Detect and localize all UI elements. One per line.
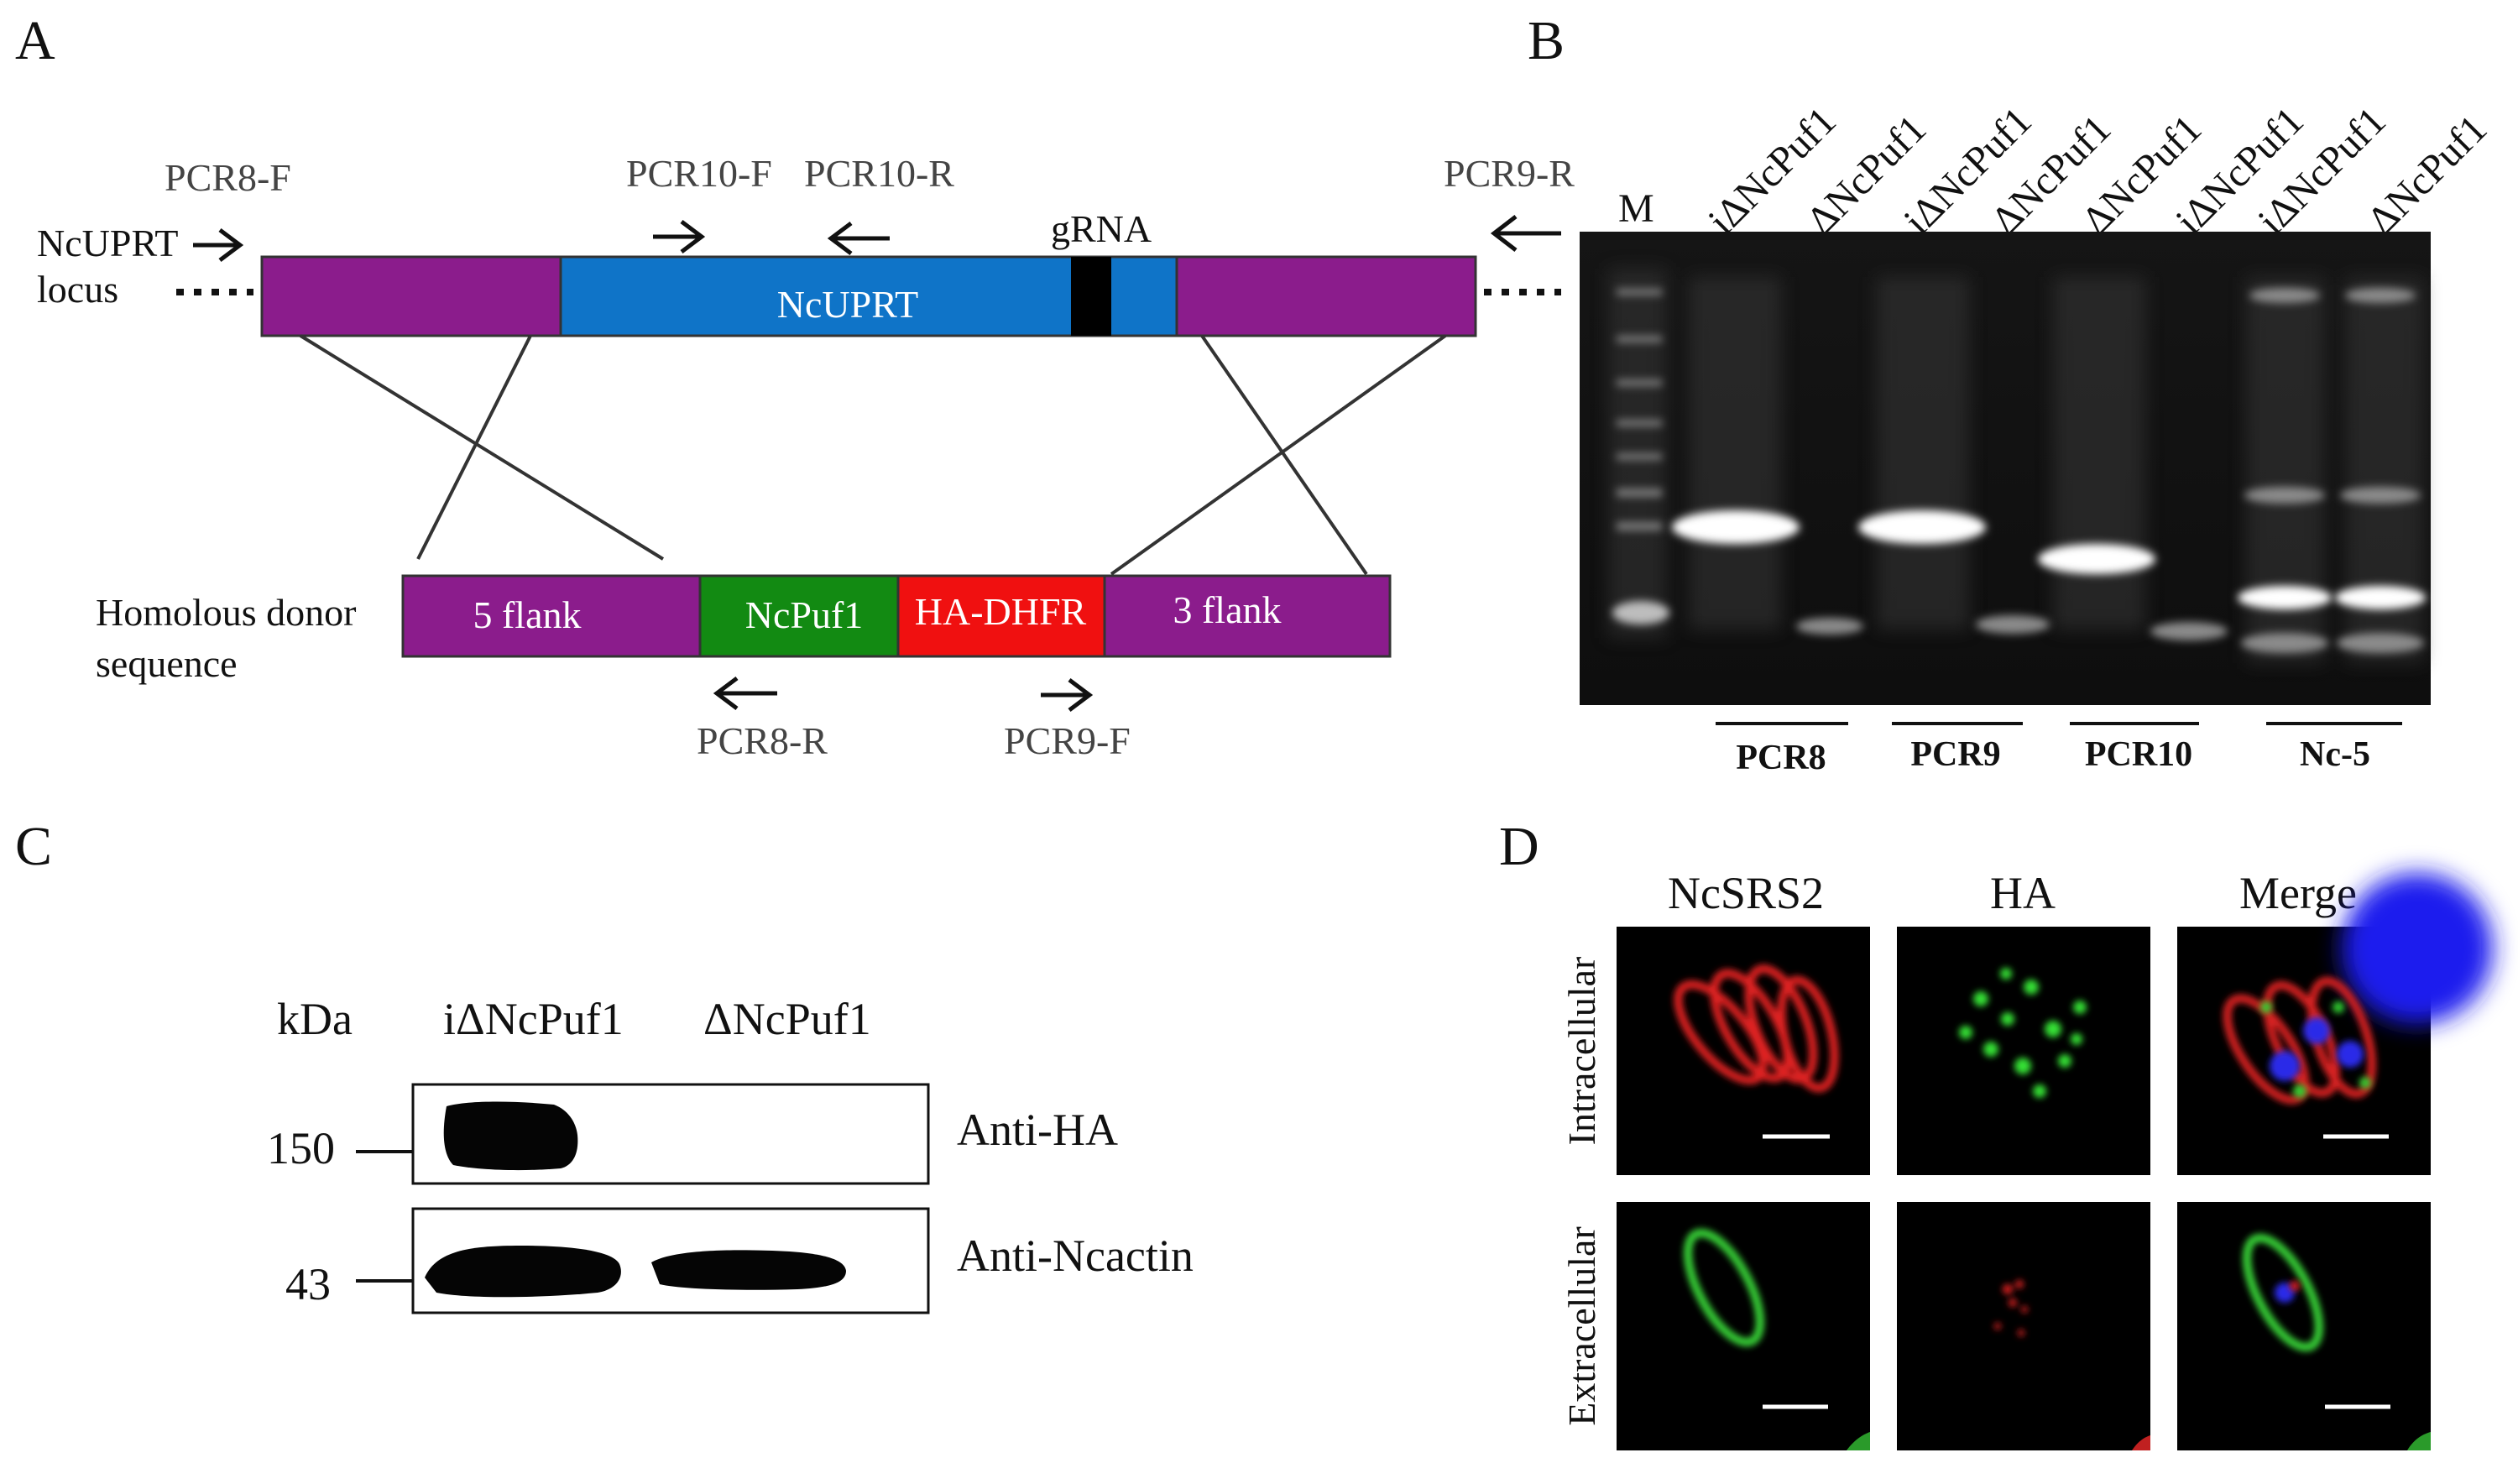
donor-ha-label: HA-DHFR <box>915 590 1087 633</box>
western-band-ha <box>443 1101 578 1171</box>
western-lane-label: iΔNcPuf1 <box>443 994 624 1044</box>
if-column-merge: Merge <box>2239 868 2357 918</box>
gel-lane-labels: iΔNcPuf1 ΔNcPuf1 iΔNcPuf1 ΔNcPuf1 ΔNcPuf… <box>1700 98 2495 243</box>
western-blot-actin-label: Anti-Ncactin <box>957 1231 1194 1281</box>
panel-b-letter: B <box>1528 10 1565 71</box>
if-image-extra-merge <box>2177 1202 2431 1450</box>
gel-group-pcr8: PCR8 <box>1736 739 1826 777</box>
primer-pcr10r-label: PCR10-R <box>804 152 954 195</box>
western-blot-ha-label: Anti-HA <box>957 1105 1118 1155</box>
panel-d: D NcSRS2 HA Merge Intracellular Extracel… <box>1499 816 2493 1450</box>
if-image-extra-ncsrs2 <box>1617 1202 1870 1450</box>
if-row-extracellular: Extracellular <box>1560 1226 1603 1426</box>
if-image-intra-ncsrs2 <box>1617 927 1870 1175</box>
if-column-ha: HA <box>1990 868 2056 918</box>
locus-flank-right <box>1175 255 1477 337</box>
primer-pcr9f-arrow-icon <box>1041 678 1094 712</box>
donor-ha-dhfr <box>896 574 1106 658</box>
primer-pcr10f-arrow-icon <box>653 220 706 253</box>
western-marker-43: 43 <box>285 1259 331 1309</box>
locus-gene-label: NcUPRT <box>777 283 918 326</box>
primer-pcr9r-arrow-icon <box>1490 215 1561 252</box>
donor-flank3-label: 3 flank <box>1173 588 1281 631</box>
western-band-actin-1 <box>425 1246 621 1298</box>
gel-group-nc5: Nc-5 <box>2300 735 2370 774</box>
panel-c: C kDa iΔNcPuf1 ΔNcPuf1 150 Anti-HA 43 An… <box>15 816 1194 1314</box>
if-image-extra-ha <box>1897 1202 2150 1450</box>
if-column-ncsrs2: NcSRS2 <box>1668 868 1824 918</box>
primer-pcr9r-label: PCR9-R <box>1444 152 1575 195</box>
grna-label: gRNA <box>1051 207 1152 250</box>
if-image-intra-ha <box>1897 927 2150 1175</box>
recombination-lines <box>299 334 1447 576</box>
primer-pcr8f-arrow-icon <box>193 228 244 262</box>
western-lane-label: ΔNcPuf1 <box>703 994 871 1044</box>
primer-pcr10f-label: PCR10-F <box>626 152 772 195</box>
panel-a: A NcUPRT locus NcUPRT gRNA PCR8-F PCR10-… <box>15 10 1575 762</box>
donor-label-line2: sequence <box>96 642 238 685</box>
locus-label-line2: locus <box>37 268 118 311</box>
locus-flank-left <box>260 255 562 337</box>
primer-pcr8r-label: PCR8-R <box>697 719 828 762</box>
grna-site <box>1071 257 1111 336</box>
primer-pcr9f-label: PCR9-F <box>1004 719 1131 762</box>
gel-image <box>1580 232 2431 705</box>
panel-d-letter: D <box>1499 816 1539 877</box>
donor-flank5-label: 5 flank <box>473 593 581 636</box>
primer-pcr8f-label: PCR8-F <box>165 156 291 199</box>
panel-c-letter: C <box>15 816 52 877</box>
donor-puf-label: NcPuf1 <box>745 593 864 636</box>
gel-group-pcr10: PCR10 <box>2085 735 2192 774</box>
donor-flank3 <box>1103 574 1392 658</box>
primer-pcr8r-arrow-icon <box>713 677 777 710</box>
panel-b: B M iΔNcPuf1 ΔNcPuf1 iΔNcPuf1 ΔNcPuf1 ΔN… <box>1528 10 2495 777</box>
donor-label-line1: Homolous donor <box>96 591 357 634</box>
locus-label-line1: NcUPRT <box>37 222 178 264</box>
if-row-intracellular: Intracellular <box>1560 957 1603 1146</box>
gel-group-pcr9: PCR9 <box>1910 735 2000 774</box>
primer-pcr10r-arrow-icon <box>827 222 890 255</box>
panel-a-letter: A <box>15 10 55 71</box>
donor-puf <box>698 574 900 658</box>
western-unit-label: kDa <box>277 994 353 1044</box>
western-band-actin-2 <box>651 1250 846 1290</box>
western-marker-150: 150 <box>267 1123 335 1173</box>
if-image-intra-merge <box>2177 873 2493 1175</box>
gel-marker-label: M <box>1618 186 1654 231</box>
